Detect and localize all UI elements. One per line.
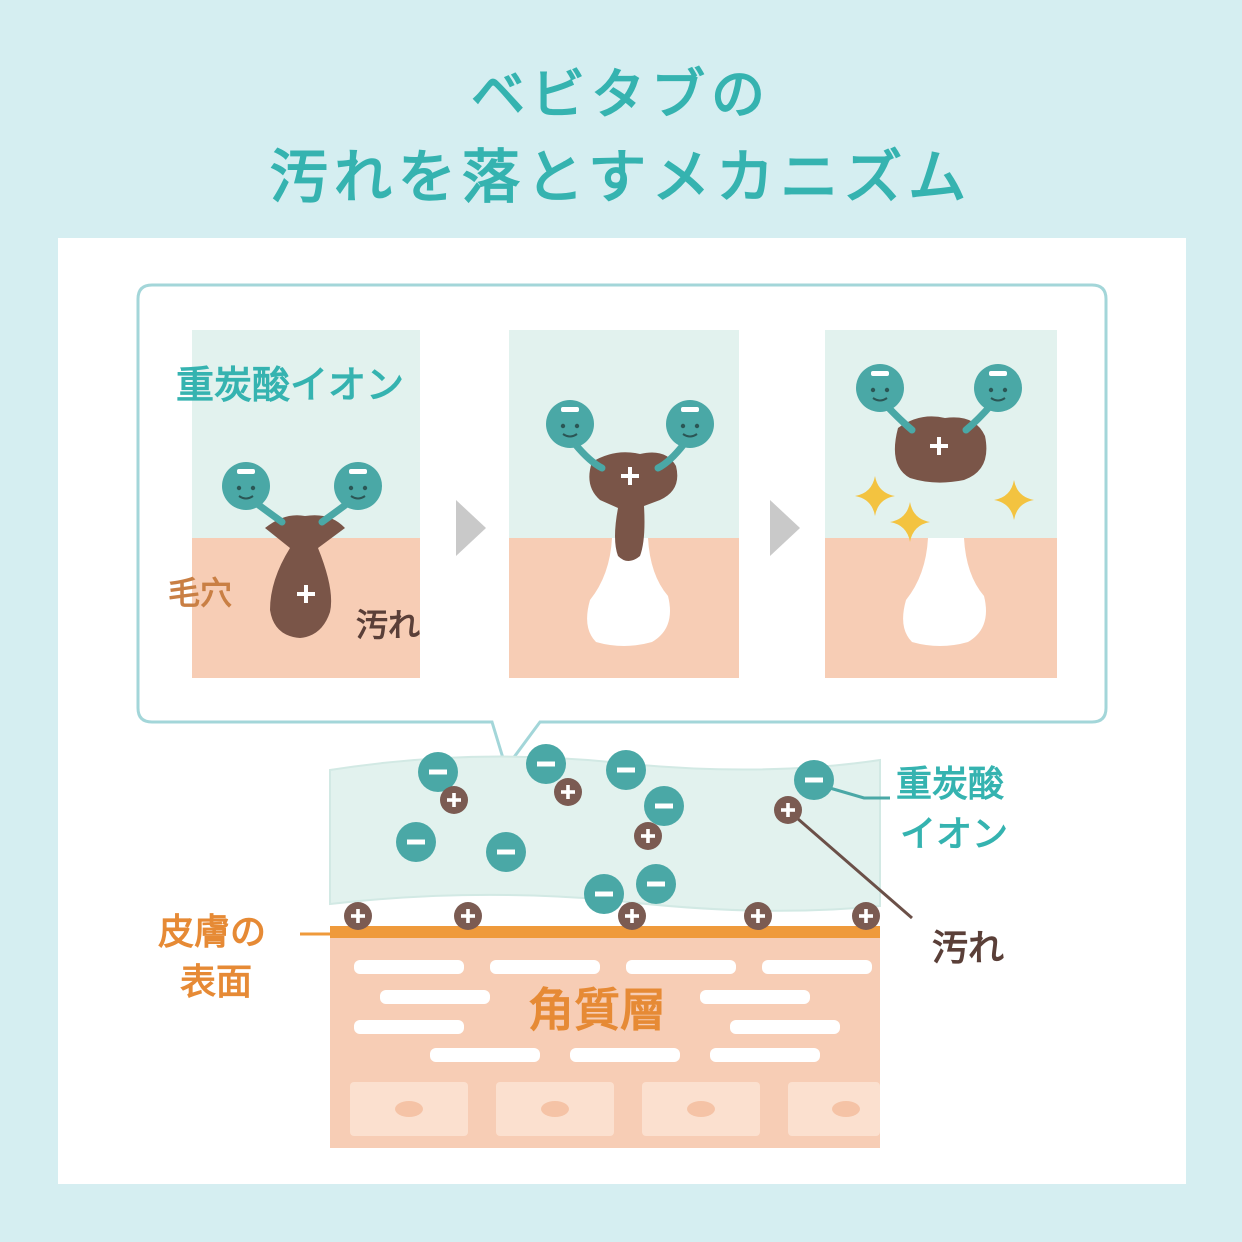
bicarbonate-ion-icon xyxy=(584,874,624,914)
bicarbonate-ion-icon xyxy=(665,399,715,449)
dirt-blob xyxy=(589,452,678,561)
bicarbonate-ion-icon xyxy=(486,832,526,872)
callout-bubble xyxy=(136,283,1108,772)
bicarbonate-ion-icon xyxy=(636,864,676,904)
next-arrow-icon xyxy=(456,500,486,556)
bicarbonate-ion-icon xyxy=(396,822,436,862)
dirt-label-lower: 汚れ xyxy=(932,928,1004,969)
bicarbonate-ion-icon xyxy=(221,461,271,511)
ion-label-line1: 重炭酸 xyxy=(896,764,1004,805)
bicarbonate-ion-icon xyxy=(855,363,905,413)
title-line-1: ベビタブの xyxy=(471,63,771,126)
bicarbonate-ion-icon xyxy=(606,750,646,790)
skin-surface-label-line1: 皮膚の xyxy=(158,912,266,953)
dirt-label-panel: 汚れ xyxy=(356,606,420,644)
bicarbonate-ion-icon xyxy=(644,786,684,826)
dirt-particle-icon xyxy=(852,902,880,930)
title-line-2: 汚れを落とすメカニズム xyxy=(269,143,973,211)
ion-label-line2: イオン xyxy=(900,814,1008,855)
skin-surface-label-line2: 表面 xyxy=(180,962,252,1003)
panel-step-1 xyxy=(192,330,420,678)
dirt-particle-icon xyxy=(440,786,468,814)
panel-step-2 xyxy=(509,330,739,678)
bicarbonate-ion-icon xyxy=(973,363,1023,413)
bicarbonate-ion-icon xyxy=(333,461,383,511)
stratum-corneum-label: 角質層 xyxy=(528,983,666,1037)
bicarbonate-ion-icon xyxy=(794,760,834,800)
dirt-particle-icon xyxy=(344,902,372,930)
water-band xyxy=(330,756,880,911)
panel-step-3 xyxy=(825,330,1057,678)
next-arrow-icon xyxy=(770,500,800,556)
ion-label-panel: 重炭酸イオン xyxy=(176,363,404,407)
dirt-particle-icon xyxy=(618,902,646,930)
dirt-blob xyxy=(265,515,345,638)
bicarbonate-ion-icon xyxy=(545,399,595,449)
skin-surface-line xyxy=(330,926,880,938)
dirt-particle-icon xyxy=(454,902,482,930)
dirt-particle-icon xyxy=(634,822,662,850)
pore-shape xyxy=(587,538,670,646)
dirt-group xyxy=(344,778,880,930)
pore-label: 毛穴 xyxy=(168,574,232,612)
dirt-particle-icon xyxy=(774,796,802,824)
stratum-cells xyxy=(354,960,872,1062)
dirt-particle-icon xyxy=(744,902,772,930)
bicarbonate-ion-icon xyxy=(418,752,458,792)
bicarbonate-ion-icon xyxy=(526,744,566,784)
ion-group xyxy=(396,744,834,914)
basal-cells xyxy=(350,1082,880,1136)
pore-shape xyxy=(903,538,986,646)
dirt-particle-icon xyxy=(554,778,582,806)
